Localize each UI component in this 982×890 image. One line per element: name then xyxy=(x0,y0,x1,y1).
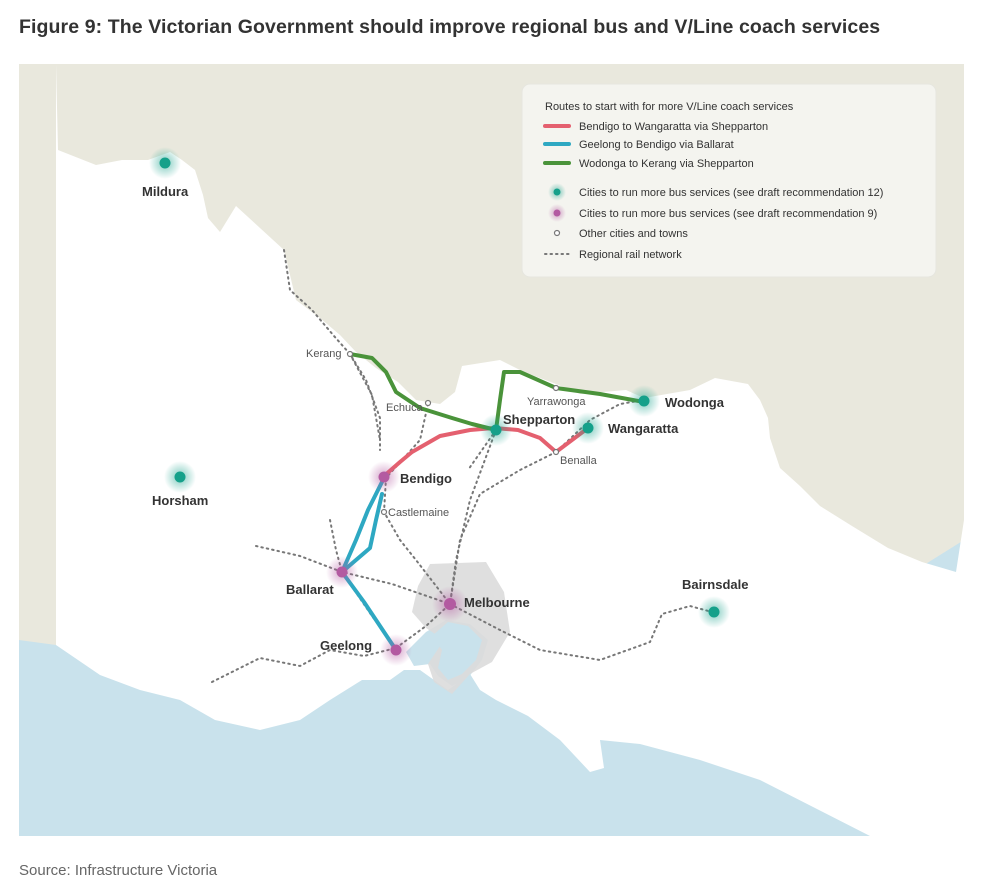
map: Mildura Horsham Bendigo Ballarat Geelong… xyxy=(19,64,964,836)
legend-rail-label: Regional rail network xyxy=(579,249,682,261)
legend-town-dot xyxy=(553,229,561,237)
legend-heading: Routes to start with for more V/Line coa… xyxy=(545,101,794,113)
label-kerang: Kerang xyxy=(306,348,341,360)
label-horsham: Horsham xyxy=(152,493,208,508)
label-mildura: Mildura xyxy=(142,184,189,199)
legend-route-teal-label: Geelong to Bendigo via Ballarat xyxy=(579,139,734,151)
label-echuca: Echuca xyxy=(386,402,424,414)
label-wodonga: Wodonga xyxy=(665,395,725,410)
route-geelong-bendigo xyxy=(340,476,398,652)
city-markers-teal xyxy=(149,147,730,628)
label-shepparton: Shepparton xyxy=(503,412,575,427)
city-markers-pink xyxy=(326,461,468,666)
legend-city-teal-dot xyxy=(553,188,561,196)
legend-route-pink-label: Bendigo to Wangaratta via Shepparton xyxy=(579,121,768,133)
legend: Routes to start with for more V/Line coa… xyxy=(521,83,937,278)
victoria-land xyxy=(56,64,964,836)
label-bendigo: Bendigo xyxy=(400,471,452,486)
label-bairnsdale: Bairnsdale xyxy=(682,577,748,592)
figure-title: Figure 9: The Victorian Government shoul… xyxy=(19,16,881,38)
label-melbourne: Melbourne xyxy=(464,595,530,610)
source-note: Source: Infrastructure Victoria xyxy=(19,862,218,879)
legend-town-label: Other cities and towns xyxy=(579,228,688,240)
town-markers xyxy=(346,350,560,516)
label-ballarat: Ballarat xyxy=(286,582,334,597)
legend-city-teal-label: Cities to run more bus services (see dra… xyxy=(579,187,883,199)
legend-box xyxy=(521,83,937,278)
label-benalla: Benalla xyxy=(560,455,598,467)
label-wangaratta: Wangaratta xyxy=(608,421,679,436)
label-castlemaine: Castlemaine xyxy=(388,507,449,519)
legend-city-pink-dot xyxy=(553,209,561,217)
label-yarrawonga: Yarrawonga xyxy=(527,396,586,408)
label-geelong: Geelong xyxy=(320,638,372,653)
legend-route-green-label: Wodonga to Kerang via Shepparton xyxy=(579,158,754,170)
legend-city-pink-label: Cities to run more bus services (see dra… xyxy=(579,208,877,220)
